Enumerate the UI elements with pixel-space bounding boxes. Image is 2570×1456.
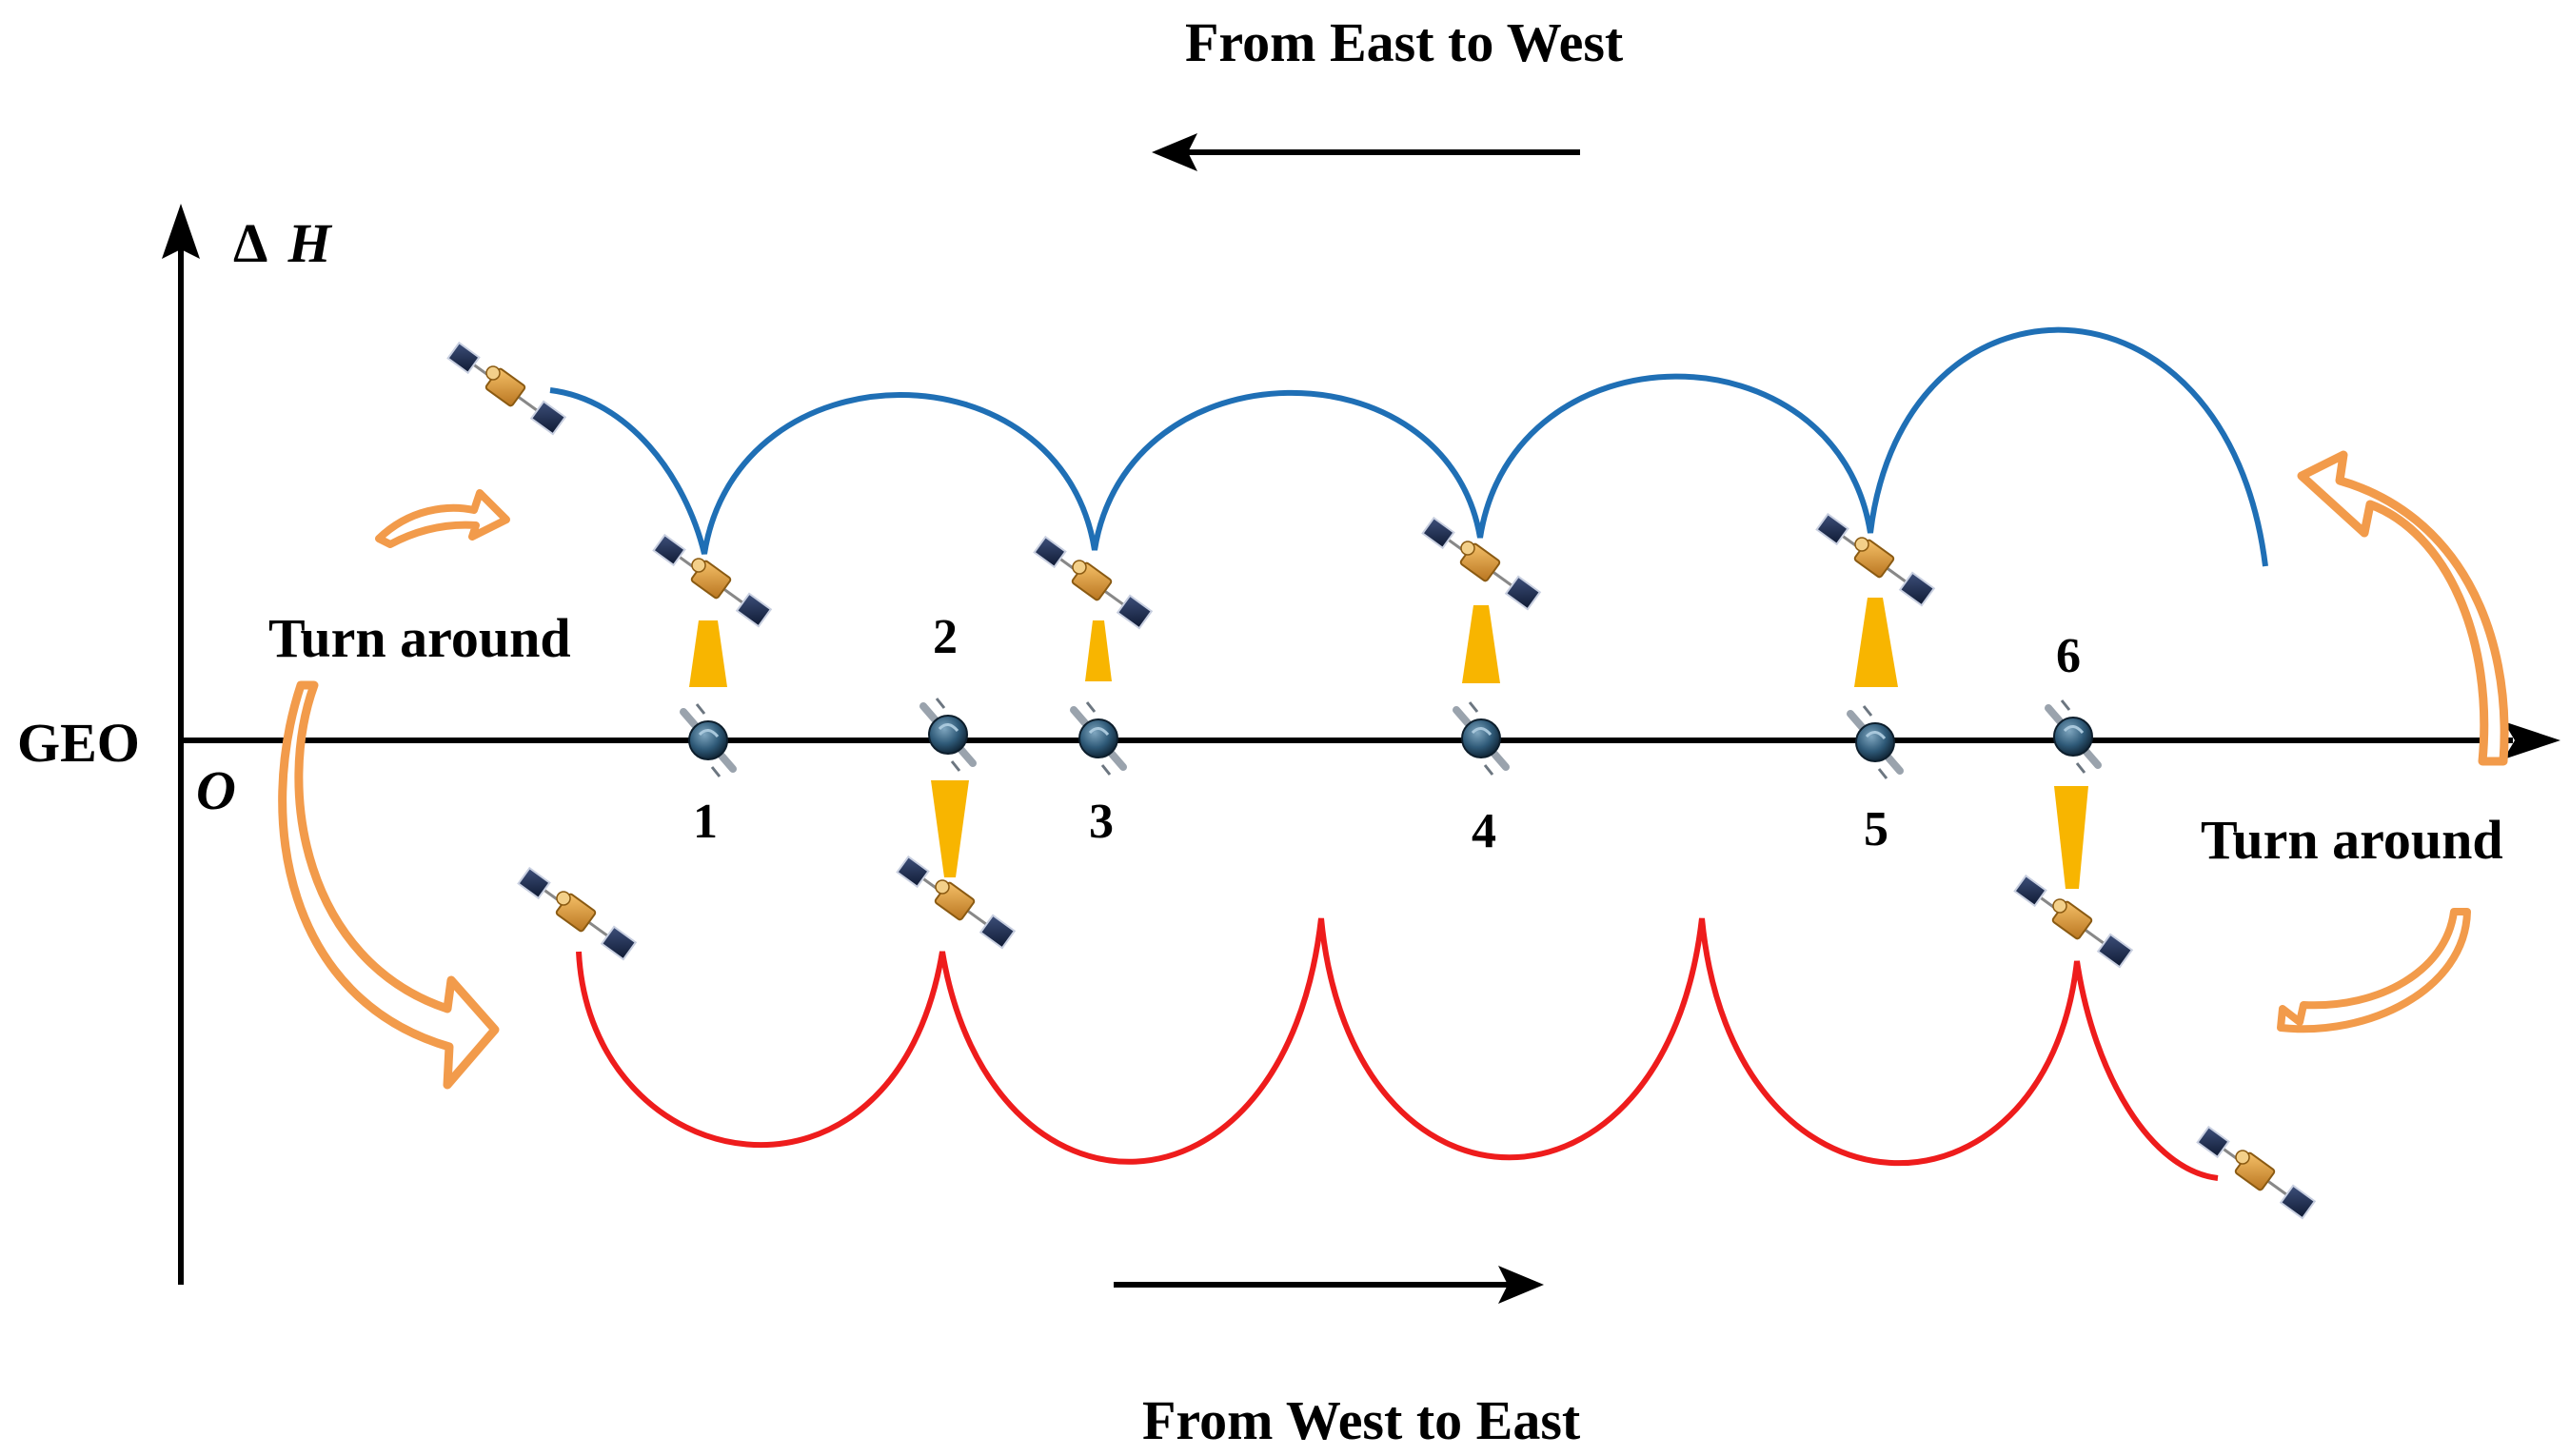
geo-satellite-icon [1850, 706, 1900, 778]
bottom-direction-label: From West to East [1142, 1389, 1581, 1451]
target-labels: 1 2 3 4 5 6 [693, 610, 2081, 858]
target-label-4: 4 [1472, 804, 1496, 858]
beam-6-lower [2054, 786, 2088, 889]
x-axis-label: GEO [17, 712, 140, 774]
upper-trajectory [549, 326, 2268, 567]
geo-satellite-icon [1456, 702, 1506, 775]
satellite-icon [446, 341, 567, 436]
turn-around-arrow-right-bottom [2277, 908, 2471, 1033]
x-axis-arrowhead [2503, 721, 2560, 759]
beam-2-lower [931, 780, 969, 877]
turn-around-arrow-right-top [2297, 450, 2509, 766]
satellite-icon [1033, 535, 1154, 630]
beam-3-upper [1085, 620, 1112, 681]
target-label-1: 1 [693, 795, 718, 849]
beam-1-upper [689, 620, 727, 687]
beams [689, 598, 2088, 889]
origin-label: O [196, 759, 236, 821]
geo-satellite-icon [683, 704, 733, 777]
satellite-icon [2013, 874, 2134, 969]
top-direction-label: From East to West [1185, 11, 1624, 73]
turn-around-label-right: Turn around [2201, 809, 2503, 871]
satellite-icon [652, 533, 773, 628]
east-to-west-arrow [1152, 133, 1580, 171]
y-axis-label: Δ H [233, 212, 333, 274]
geo-satellite-icon [2048, 700, 2098, 773]
y-axis-variable: H [287, 212, 333, 274]
beam-4-upper [1462, 605, 1500, 683]
target-label-5: 5 [1864, 802, 1888, 856]
satellite-icon [1815, 512, 1936, 607]
target-label-6: 6 [2056, 629, 2081, 683]
geo-satellite-icon [1074, 702, 1123, 775]
target-label-2: 2 [933, 610, 958, 664]
geo-satellite-icon [923, 698, 973, 771]
satellite-icon [517, 866, 638, 961]
turn-around-label-left: Turn around [268, 607, 571, 669]
beam-5-upper [1854, 598, 1898, 687]
y-axis-delta: Δ [233, 212, 267, 274]
lower-trajectory [576, 917, 2219, 1181]
satellite-icon [2196, 1125, 2317, 1220]
turn-around-arrow-left-top [375, 489, 510, 548]
y-axis-arrowhead [162, 204, 200, 259]
axes [162, 204, 2560, 1285]
west-to-east-arrow [1114, 1266, 1544, 1304]
target-label-3: 3 [1089, 795, 1114, 849]
turn-around-arrow-left-bottom [278, 680, 500, 1090]
